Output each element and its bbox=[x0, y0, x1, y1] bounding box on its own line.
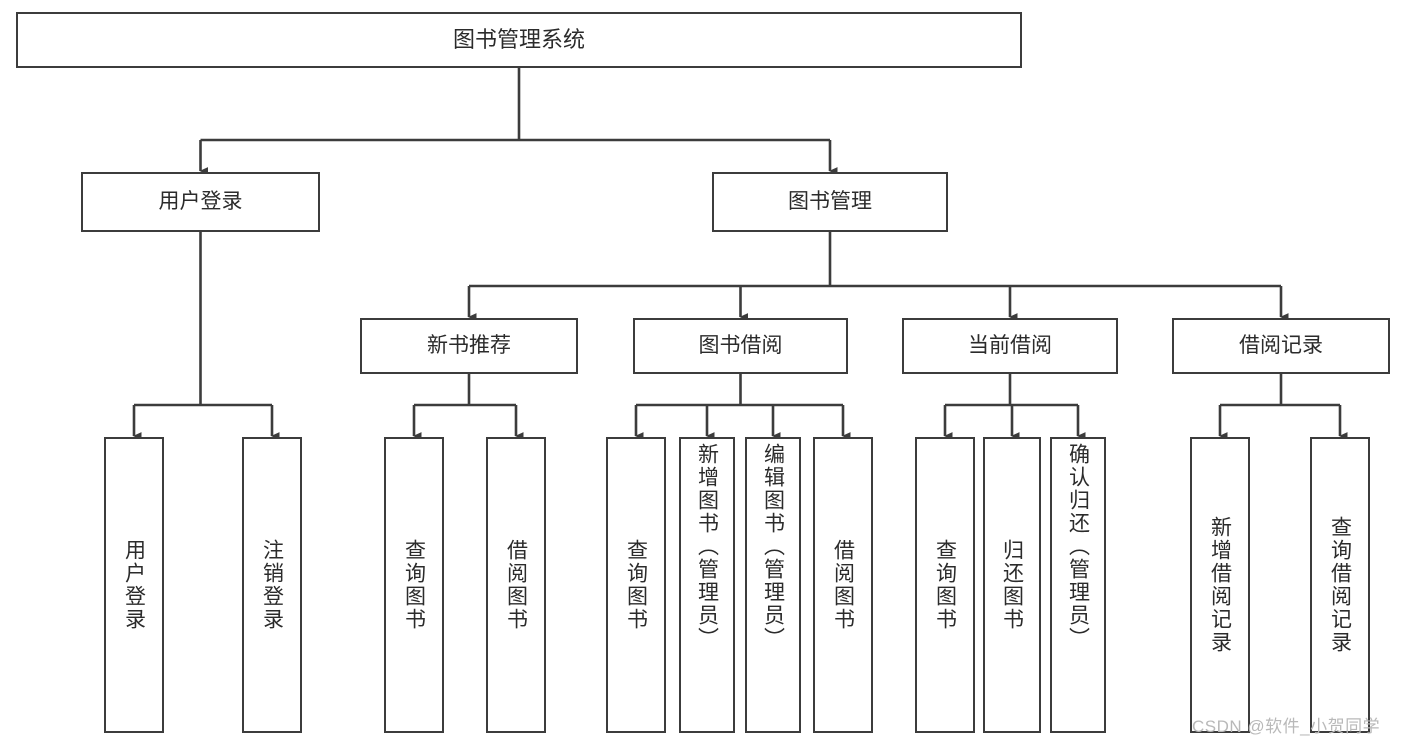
leaf-record-add-record[interactable]: 新增借阅记录 bbox=[1190, 437, 1250, 733]
node-label: 用户登录 bbox=[158, 189, 243, 213]
node-label: 用户登录 bbox=[122, 539, 146, 631]
node-label: 查询图书 bbox=[624, 539, 648, 631]
node-book-management-module[interactable]: 图书管理 bbox=[712, 172, 948, 232]
node-label: 确认归还（管理员） bbox=[1066, 443, 1090, 650]
leaf-user-logout[interactable]: 注销登录 bbox=[242, 437, 302, 733]
leaf-record-query-record[interactable]: 查询借阅记录 bbox=[1310, 437, 1370, 733]
node-label: 新增借阅记录 bbox=[1208, 516, 1232, 654]
node-label: 借阅图书 bbox=[831, 539, 855, 631]
node-label: 查询图书 bbox=[402, 539, 426, 631]
node-label: 图书借阅 bbox=[698, 333, 783, 357]
node-borrowing-records[interactable]: 借阅记录 bbox=[1172, 318, 1390, 374]
node-label: 编辑图书（管理员） bbox=[761, 443, 785, 650]
leaf-borrow-borrow-book[interactable]: 借阅图书 bbox=[813, 437, 873, 733]
node-label: 图书管理 bbox=[788, 189, 872, 213]
node-book-borrowing[interactable]: 图书借阅 bbox=[633, 318, 848, 374]
node-label: 借阅图书 bbox=[504, 539, 528, 631]
node-label: 新书推荐 bbox=[427, 333, 511, 357]
node-user-login-module[interactable]: 用户登录 bbox=[81, 172, 320, 232]
node-label: 当前借阅 bbox=[968, 333, 1052, 357]
leaf-current-query-book[interactable]: 查询图书 bbox=[915, 437, 975, 733]
node-label: 注销登录 bbox=[260, 539, 284, 631]
leaf-current-return-book[interactable]: 归还图书 bbox=[983, 437, 1041, 733]
node-label: 查询借阅记录 bbox=[1328, 516, 1352, 654]
leaf-borrow-add-book-admin[interactable]: 新增图书（管理员） bbox=[679, 437, 735, 733]
node-label: 新增图书（管理员） bbox=[695, 443, 719, 650]
leaf-borrow-edit-book-admin[interactable]: 编辑图书（管理员） bbox=[745, 437, 801, 733]
csdn-watermark: CSDN @软件_小贺同学 bbox=[1192, 717, 1381, 736]
node-label: 归还图书 bbox=[1000, 539, 1024, 631]
leaf-borrow-query-book[interactable]: 查询图书 bbox=[606, 437, 666, 733]
node-root[interactable]: 图书管理系统 bbox=[16, 12, 1022, 68]
leaf-newbook-borrow-book[interactable]: 借阅图书 bbox=[486, 437, 546, 733]
node-new-book-recommendation[interactable]: 新书推荐 bbox=[360, 318, 578, 374]
leaf-current-confirm-return-admin[interactable]: 确认归还（管理员） bbox=[1050, 437, 1106, 733]
node-current-borrowing[interactable]: 当前借阅 bbox=[902, 318, 1118, 374]
leaf-newbook-query-book[interactable]: 查询图书 bbox=[384, 437, 444, 733]
node-label: 图书管理系统 bbox=[452, 27, 585, 53]
leaf-user-login[interactable]: 用户登录 bbox=[104, 437, 164, 733]
node-label: 借阅记录 bbox=[1239, 333, 1323, 357]
node-label: 查询图书 bbox=[933, 539, 957, 631]
